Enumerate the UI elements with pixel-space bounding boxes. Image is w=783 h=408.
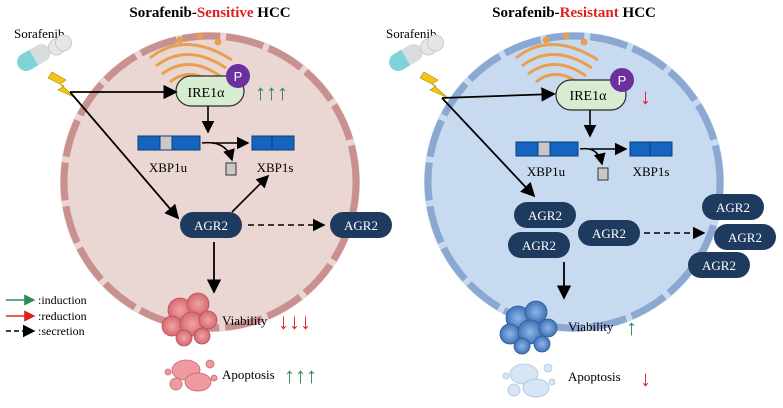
right-xbp1u-label: XBP1u xyxy=(527,164,566,179)
right-agr2-inside-2 xyxy=(508,232,570,258)
right-xbp1u-gene xyxy=(515,141,579,157)
right-agr2-inside-2-label: AGR2 xyxy=(522,238,556,253)
left-apoptosis-label: Apoptosis xyxy=(222,367,275,382)
left-ire1a-label: IRE1α xyxy=(188,86,226,101)
left-agr2-outside-label: AGR2 xyxy=(344,218,378,233)
left-title-status: Sensitive xyxy=(197,5,254,21)
left-xbp1s-label: XBP1s xyxy=(257,160,294,175)
left-apoptosis-change: ↑↑↑ xyxy=(284,363,317,388)
right-arrow-splice-fragment xyxy=(579,147,606,166)
left-panel: Sorafenib-Sensitive HCC Sorafenib xyxy=(14,5,392,392)
left-agr2-outside xyxy=(330,212,392,238)
right-intron-fragment xyxy=(597,167,609,181)
right-agr2-outside-1 xyxy=(702,194,764,220)
left-agr2-inside-label: AGR2 xyxy=(194,218,228,233)
left-phospho-icon xyxy=(226,64,250,88)
right-ire1a-label: IRE1α xyxy=(570,89,608,104)
right-arrow-drug-agr2 xyxy=(441,97,536,198)
right-agr2-outside-3-label: AGR2 xyxy=(702,258,736,273)
legend-secretion-label: :secretion xyxy=(38,324,85,338)
right-ire1-change: ↓ xyxy=(640,84,651,109)
left-lightning-icon xyxy=(47,71,77,99)
right-drug-label: Sorafenib xyxy=(386,26,437,41)
right-agr2-outside-3 xyxy=(688,252,750,278)
right-agr2-inside-1-label: AGR2 xyxy=(528,208,562,223)
right-viability-change: ↑ xyxy=(626,315,637,340)
left-viability-label: Viability xyxy=(222,313,268,328)
left-arrow-agr2-xbp1s xyxy=(231,174,270,213)
legend: :induction :reduction :secretion xyxy=(6,293,87,338)
right-apoptosis-label: Apoptosis xyxy=(568,369,621,384)
right-cell-membrane xyxy=(424,32,724,332)
left-xbp1s-gene xyxy=(251,135,295,151)
right-title: Sorafenib-Resistant HCC xyxy=(492,5,656,21)
right-agr2-outside-2 xyxy=(714,224,776,250)
left-apoptosis-cells-icon xyxy=(164,359,218,392)
right-apoptosis-change: ↓ xyxy=(640,366,651,391)
legend-reduction-label: :reduction xyxy=(38,309,87,323)
right-pill-icon xyxy=(389,44,423,71)
left-viability-change: ↓↓↓ xyxy=(278,309,311,334)
right-agr2-inside-3 xyxy=(578,220,640,246)
right-title-status: Resistant xyxy=(560,5,619,21)
right-viability-cells-icon xyxy=(499,300,558,355)
right-agr2-inside-1 xyxy=(514,202,576,228)
right-apoptosis-cells-icon xyxy=(502,363,556,398)
left-title-drug: Sorafenib- xyxy=(129,5,197,21)
left-intron-fragment xyxy=(225,162,237,176)
right-lightning-icon xyxy=(419,71,449,99)
right-agr2-outside-1-label: AGR2 xyxy=(716,200,750,215)
right-agr2-outside-2-label: AGR2 xyxy=(728,230,762,245)
right-xbp1s-gene xyxy=(629,141,673,157)
right-panel: Sorafenib-Resistant HCC Sorafenib IRE1α xyxy=(386,5,776,398)
right-phospho-icon xyxy=(610,68,634,92)
left-xbp1u-gene xyxy=(137,135,201,151)
legend-induction-label: :induction xyxy=(38,293,87,307)
right-phospho-label: P xyxy=(618,73,627,88)
left-arrow-splice-fragment xyxy=(201,141,235,162)
right-xbp1s-label: XBP1s xyxy=(633,164,670,179)
left-arrow-drug-agr2 xyxy=(69,91,180,220)
right-cell xyxy=(424,32,724,332)
left-agr2-inside xyxy=(180,212,242,238)
right-title-drug: Sorafenib- xyxy=(492,5,560,21)
left-xbp1u-label: XBP1u xyxy=(149,160,188,175)
left-phospho-label: P xyxy=(234,69,243,84)
left-title-hcc: HCC xyxy=(254,5,291,21)
right-pill-icon-2 xyxy=(420,34,444,56)
right-title-hcc: HCC xyxy=(619,5,656,21)
left-ire1-change: ↑↑↑ xyxy=(255,80,288,105)
right-agr2-inside-3-label: AGR2 xyxy=(592,226,626,241)
right-arrow-drug-ire1 xyxy=(441,87,556,102)
left-drug-label: Sorafenib xyxy=(14,26,65,41)
left-pill-icon xyxy=(17,44,51,71)
right-ire1a-box xyxy=(555,79,627,111)
left-title: Sorafenib-Sensitive HCC xyxy=(129,5,290,21)
left-cell xyxy=(60,32,360,332)
left-pill-icon-2 xyxy=(48,34,72,56)
right-viability-label: Viability xyxy=(568,319,614,334)
left-viability-cells-icon xyxy=(161,292,218,347)
